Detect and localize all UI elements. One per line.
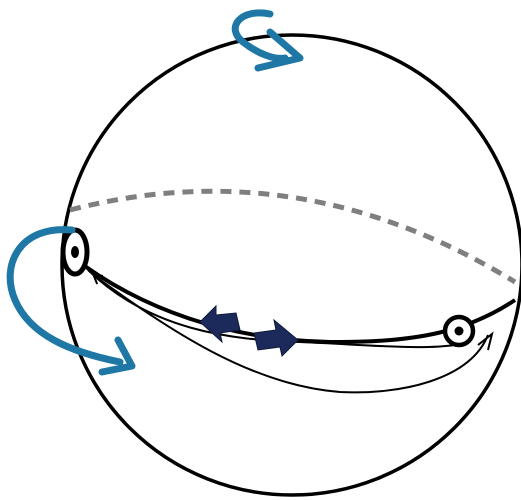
top-rotation-arrow-icon [235,13,300,68]
left-vortex-icon [63,230,87,274]
sphere-outline [62,35,521,495]
right-vortex-icon [445,317,473,345]
back-equator [70,191,515,282]
center-double-arrow-icon [200,306,298,356]
